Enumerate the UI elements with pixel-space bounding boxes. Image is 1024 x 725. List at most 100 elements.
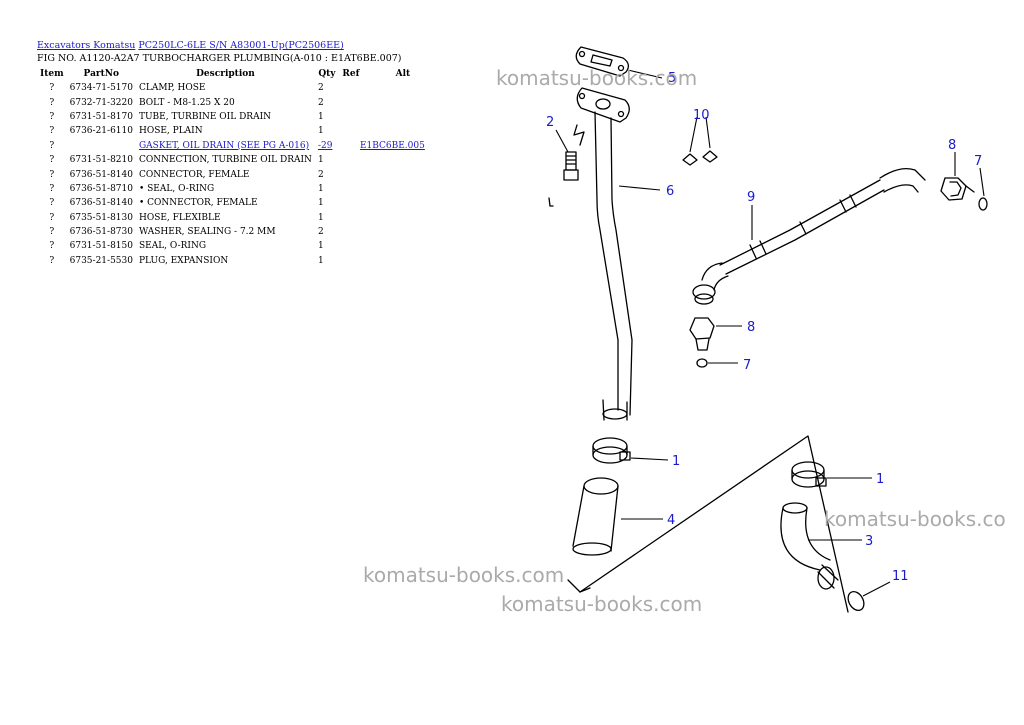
cell-qty: 2 <box>317 227 324 238</box>
cell-part-no: 6736-21-6110 <box>69 126 133 137</box>
cell-description: HOSE, PLAIN <box>138 126 203 137</box>
header-item: Item <box>40 68 64 79</box>
sealing-washers <box>682 150 718 166</box>
table-row: ? 6736-51-8140 CONNECTOR, FEMALE 2 <box>37 167 428 181</box>
header-ref: Ref <box>342 68 360 79</box>
cell-description: SEAL, O-RING <box>138 241 207 252</box>
cell-qty: 1 <box>317 198 324 209</box>
qty-link[interactable]: -29 <box>317 140 333 151</box>
table-row: ? 6731-51-8170 TUBE, TURBINE OIL DRAIN 1 <box>37 110 428 124</box>
cell-description: GASKET, OIL DRAIN (SEE PG A-016) <box>136 139 315 153</box>
cell-part-no: 6735-51-8130 <box>69 212 133 223</box>
cell-qty: 2 <box>317 97 324 108</box>
table-row: ? 6732-71-3220 BOLT - M8-1.25 X 20 2 <box>37 95 428 109</box>
cell-item: ? <box>49 126 55 137</box>
callout-5: 5 <box>668 71 676 86</box>
table-row: ? GASKET, OIL DRAIN (SEE PG A-016) -29 E… <box>37 139 428 153</box>
cell-description: WASHER, SEALING - 7.2 MM <box>138 227 276 238</box>
header-qty: Qty <box>318 68 336 79</box>
table-row: ? 6735-51-8130 HOSE, FLEXIBLE 1 <box>37 211 428 225</box>
cell-description: CLAMP, HOSE <box>138 83 206 94</box>
callout-7-upper: 7 <box>974 154 982 169</box>
bolt <box>563 124 585 181</box>
watermark: komatsu-books.com <box>363 563 564 587</box>
cell-description: PLUG, EXPANSION <box>138 255 229 266</box>
figure-title: FIG NO. A1120-A2A7 TURBOCHARGER PLUMBING… <box>37 53 402 64</box>
cell-item: ? <box>49 227 55 238</box>
cell-qty: 1 <box>317 183 324 194</box>
cell-qty: 1 <box>317 241 324 252</box>
cell-description: TUBE, TURBINE OIL DRAIN <box>138 111 271 122</box>
header-alt: Alt <box>395 68 411 79</box>
header-description: Description <box>196 68 255 79</box>
cell-qty: 1 <box>317 111 324 122</box>
cell-description: • SEAL, O-RING <box>138 183 215 194</box>
watermark: komatsu-books.com <box>501 592 702 616</box>
watermark: komatsu-books.co <box>824 507 1006 531</box>
ref-link[interactable]: E1BC6BE.005 <box>359 140 425 151</box>
cell-part-no: 6734-71-5170 <box>69 83 133 94</box>
table-row: ? 6735-21-5530 PLUG, EXPANSION 1 <box>37 254 428 268</box>
turbine-oil-drain-connection <box>780 502 839 590</box>
callout-11: 11 <box>892 569 909 584</box>
table-row: ? 6731-51-8210 CONNECTION, TURBINE OIL D… <box>37 153 428 167</box>
gasket-plate <box>575 46 630 77</box>
breadcrumb-link-category[interactable]: Excavators Komatsu <box>37 40 136 51</box>
cell-qty: 2 <box>317 83 324 94</box>
cell-description: HOSE, FLEXIBLE <box>138 212 221 223</box>
hose-clamp-upper <box>592 437 631 464</box>
breadcrumb-link-model[interactable]: PC250LC-6LE S/N A83001-Up(PC2506EE) <box>138 40 344 51</box>
callout-1-lower: 1 <box>876 472 884 487</box>
cell-qty: 2 <box>317 169 324 180</box>
table-row: ? 6734-71-5170 CLAMP, HOSE 2 <box>37 81 428 95</box>
callout-2: 2 <box>546 115 554 130</box>
cell-qty: 1 <box>317 212 324 223</box>
plain-hose <box>572 477 619 556</box>
cell-item: ? <box>49 241 55 252</box>
cell-description: CONNECTION, TURBINE OIL DRAIN <box>138 155 312 166</box>
cell-part-no: 6736-51-8710 <box>69 183 133 194</box>
o-ring-seal <box>847 591 865 611</box>
callout-3: 3 <box>865 534 873 549</box>
callout-7-lower: 7 <box>743 358 751 373</box>
cell-description: BOLT - M8-1.25 X 20 <box>138 97 235 108</box>
cell-part-no: 6736-51-8140 <box>69 198 133 209</box>
watermark: komatsu-books.com <box>496 66 697 90</box>
o-ring-lower <box>696 358 708 368</box>
header-part-no: PartNo <box>83 68 120 79</box>
table-row: ? 6736-21-6110 HOSE, PLAIN 1 <box>37 124 428 138</box>
cell-qty: 1 <box>317 126 324 137</box>
cell-item: ? <box>49 198 55 209</box>
flexible-hose <box>692 167 926 305</box>
cell-qty: 1 <box>317 255 324 266</box>
cell-qty: 1 <box>317 155 324 166</box>
female-connector-lower <box>689 317 715 351</box>
parts-table: Item PartNo Description Qty Ref Alt ? 67… <box>37 66 428 268</box>
cell-item: ? <box>49 111 55 122</box>
callout-10: 10 <box>693 108 710 123</box>
cell-description: CONNECTOR, FEMALE <box>138 169 250 180</box>
cell-item: ? <box>49 97 55 108</box>
cell-item: ? <box>49 183 55 194</box>
gasket-page-link[interactable]: GASKET, OIL DRAIN (SEE PG A-016) <box>138 140 310 151</box>
assembly-outline <box>579 435 849 613</box>
cell-qty: -29 <box>315 139 339 153</box>
cell-part-no: 6736-51-8140 <box>69 169 133 180</box>
table-row: ? 6736-51-8140 • CONNECTOR, FEMALE 1 <box>37 196 428 210</box>
cell-item: ? <box>49 83 55 94</box>
cell-item: ? <box>49 212 55 223</box>
breadcrumb: Excavators Komatsu PC250LC-6LE S/N A8300… <box>37 40 344 51</box>
cell-part-no: 6732-71-3220 <box>69 97 133 108</box>
table-row: ? 6736-51-8730 WASHER, SEALING - 7.2 MM … <box>37 225 428 239</box>
table-row: ? 6731-51-8150 SEAL, O-RING 1 <box>37 239 428 253</box>
hose-clamp-lower <box>791 461 827 488</box>
cell-item: ? <box>49 140 55 151</box>
cell-ref: E1BC6BE.005 <box>339 139 428 153</box>
cell-item: ? <box>49 155 55 166</box>
cell-item: ? <box>49 255 55 266</box>
callout-6: 6 <box>666 184 674 199</box>
parts-table-header: Item PartNo Description Qty Ref Alt <box>37 66 428 81</box>
callout-9: 9 <box>747 190 755 205</box>
cell-part-no: 6731-51-8170 <box>69 111 133 122</box>
